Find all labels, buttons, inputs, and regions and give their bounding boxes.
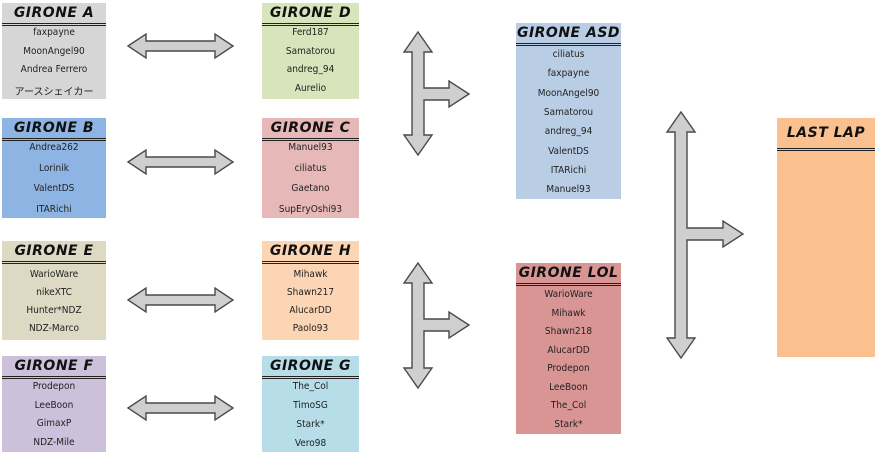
player-name: Andrea262 bbox=[29, 142, 79, 153]
player-name: ValentDS bbox=[33, 183, 75, 194]
player-name: Stark* bbox=[296, 419, 325, 430]
merge-arrow-to-last-lap bbox=[665, 110, 745, 360]
last-lap-box: LAST LAP bbox=[777, 118, 875, 357]
player-name: Paolo93 bbox=[292, 323, 329, 334]
player-name: AlucarDD bbox=[289, 305, 332, 316]
player-name: Stark* bbox=[554, 418, 583, 430]
player-name: NDZ-Marco bbox=[28, 323, 80, 334]
player-name: Shawn218 bbox=[544, 326, 593, 337]
girone-e-title: GIRONE E bbox=[2, 241, 106, 264]
player-name: Lorinik bbox=[39, 162, 69, 174]
player-name: ciliatus bbox=[294, 162, 327, 174]
player-name: ciliatus bbox=[552, 49, 585, 60]
player-name: faxpayne bbox=[547, 68, 590, 80]
player-name: Samatorou bbox=[543, 106, 594, 118]
player-name: Ferd187 bbox=[292, 27, 329, 38]
player-name: Prodepon bbox=[32, 381, 76, 392]
girone-lol-title: GIRONE LOL bbox=[516, 263, 621, 286]
player-name: アースシェイカー bbox=[14, 86, 94, 98]
player-name: Vero98 bbox=[294, 438, 327, 449]
player-name: LeeBoon bbox=[549, 381, 588, 393]
player-name: The_Col bbox=[292, 381, 329, 392]
player-name: Shawn217 bbox=[286, 287, 335, 298]
girone-a-title: GIRONE A bbox=[2, 3, 106, 26]
double-arrow-b-c bbox=[126, 148, 235, 176]
double-arrow-e-h bbox=[126, 286, 235, 314]
girone-e-box: GIRONE E WarioWare nikeXTC Hunter*NDZ NDZ-M… bbox=[2, 241, 106, 340]
player-name: The_Col bbox=[550, 400, 587, 411]
player-name: Mihawk bbox=[293, 269, 328, 280]
player-name: LeeBoon bbox=[34, 399, 74, 411]
player-name: ValentDS bbox=[548, 145, 589, 157]
player-name: nikeXTC bbox=[36, 287, 72, 298]
player-name: Gaetano bbox=[291, 183, 330, 194]
player-name: NDZ-Mile bbox=[33, 436, 75, 448]
player-name: Manuel93 bbox=[288, 142, 333, 153]
player-name: WarioWare bbox=[544, 289, 593, 300]
player-name: AlucarDD bbox=[547, 344, 590, 356]
double-arrow-a-d bbox=[126, 32, 235, 60]
player-name: Manuel93 bbox=[546, 184, 591, 196]
merge-arrow-to-lol bbox=[402, 261, 471, 390]
player-name: Samatorou bbox=[285, 45, 336, 57]
merge-arrow-to-asd bbox=[402, 30, 471, 157]
girone-d-title: GIRONE D bbox=[262, 3, 359, 26]
player-name: Aurelio bbox=[294, 82, 327, 94]
girone-g-title: GIRONE G bbox=[262, 356, 359, 379]
player-name: Mihawk bbox=[551, 307, 586, 319]
player-name: ITARichi bbox=[36, 203, 72, 215]
last-lap-title: LAST LAP bbox=[777, 118, 875, 151]
player-name: andreg_94 bbox=[286, 64, 335, 75]
double-arrow-f-g bbox=[126, 394, 235, 422]
girone-c-title: GIRONE C bbox=[262, 118, 359, 141]
player-name: TimoSG bbox=[293, 400, 328, 411]
player-name: faxpayne bbox=[33, 27, 75, 38]
player-name: MoonAngel90 bbox=[23, 45, 85, 57]
player-name: ITARichi bbox=[550, 164, 587, 176]
player-name: GimaxP bbox=[36, 418, 72, 429]
girone-asd-title: GIRONE ASD bbox=[516, 23, 621, 46]
girone-h-title: GIRONE H bbox=[262, 241, 359, 264]
player-name: Hunter*NDZ bbox=[26, 305, 82, 316]
player-name: Andrea Ferrero bbox=[20, 64, 88, 75]
player-name: WarioWare bbox=[29, 269, 79, 280]
player-name: SupEryOshi93 bbox=[278, 203, 343, 215]
player-name: andreg_94 bbox=[544, 126, 593, 138]
girone-b-title: GIRONE B bbox=[2, 118, 106, 141]
player-name: MoonAngel90 bbox=[537, 87, 600, 99]
girone-f-title: GIRONE F bbox=[2, 356, 106, 379]
player-name: Prodepon bbox=[547, 363, 590, 374]
